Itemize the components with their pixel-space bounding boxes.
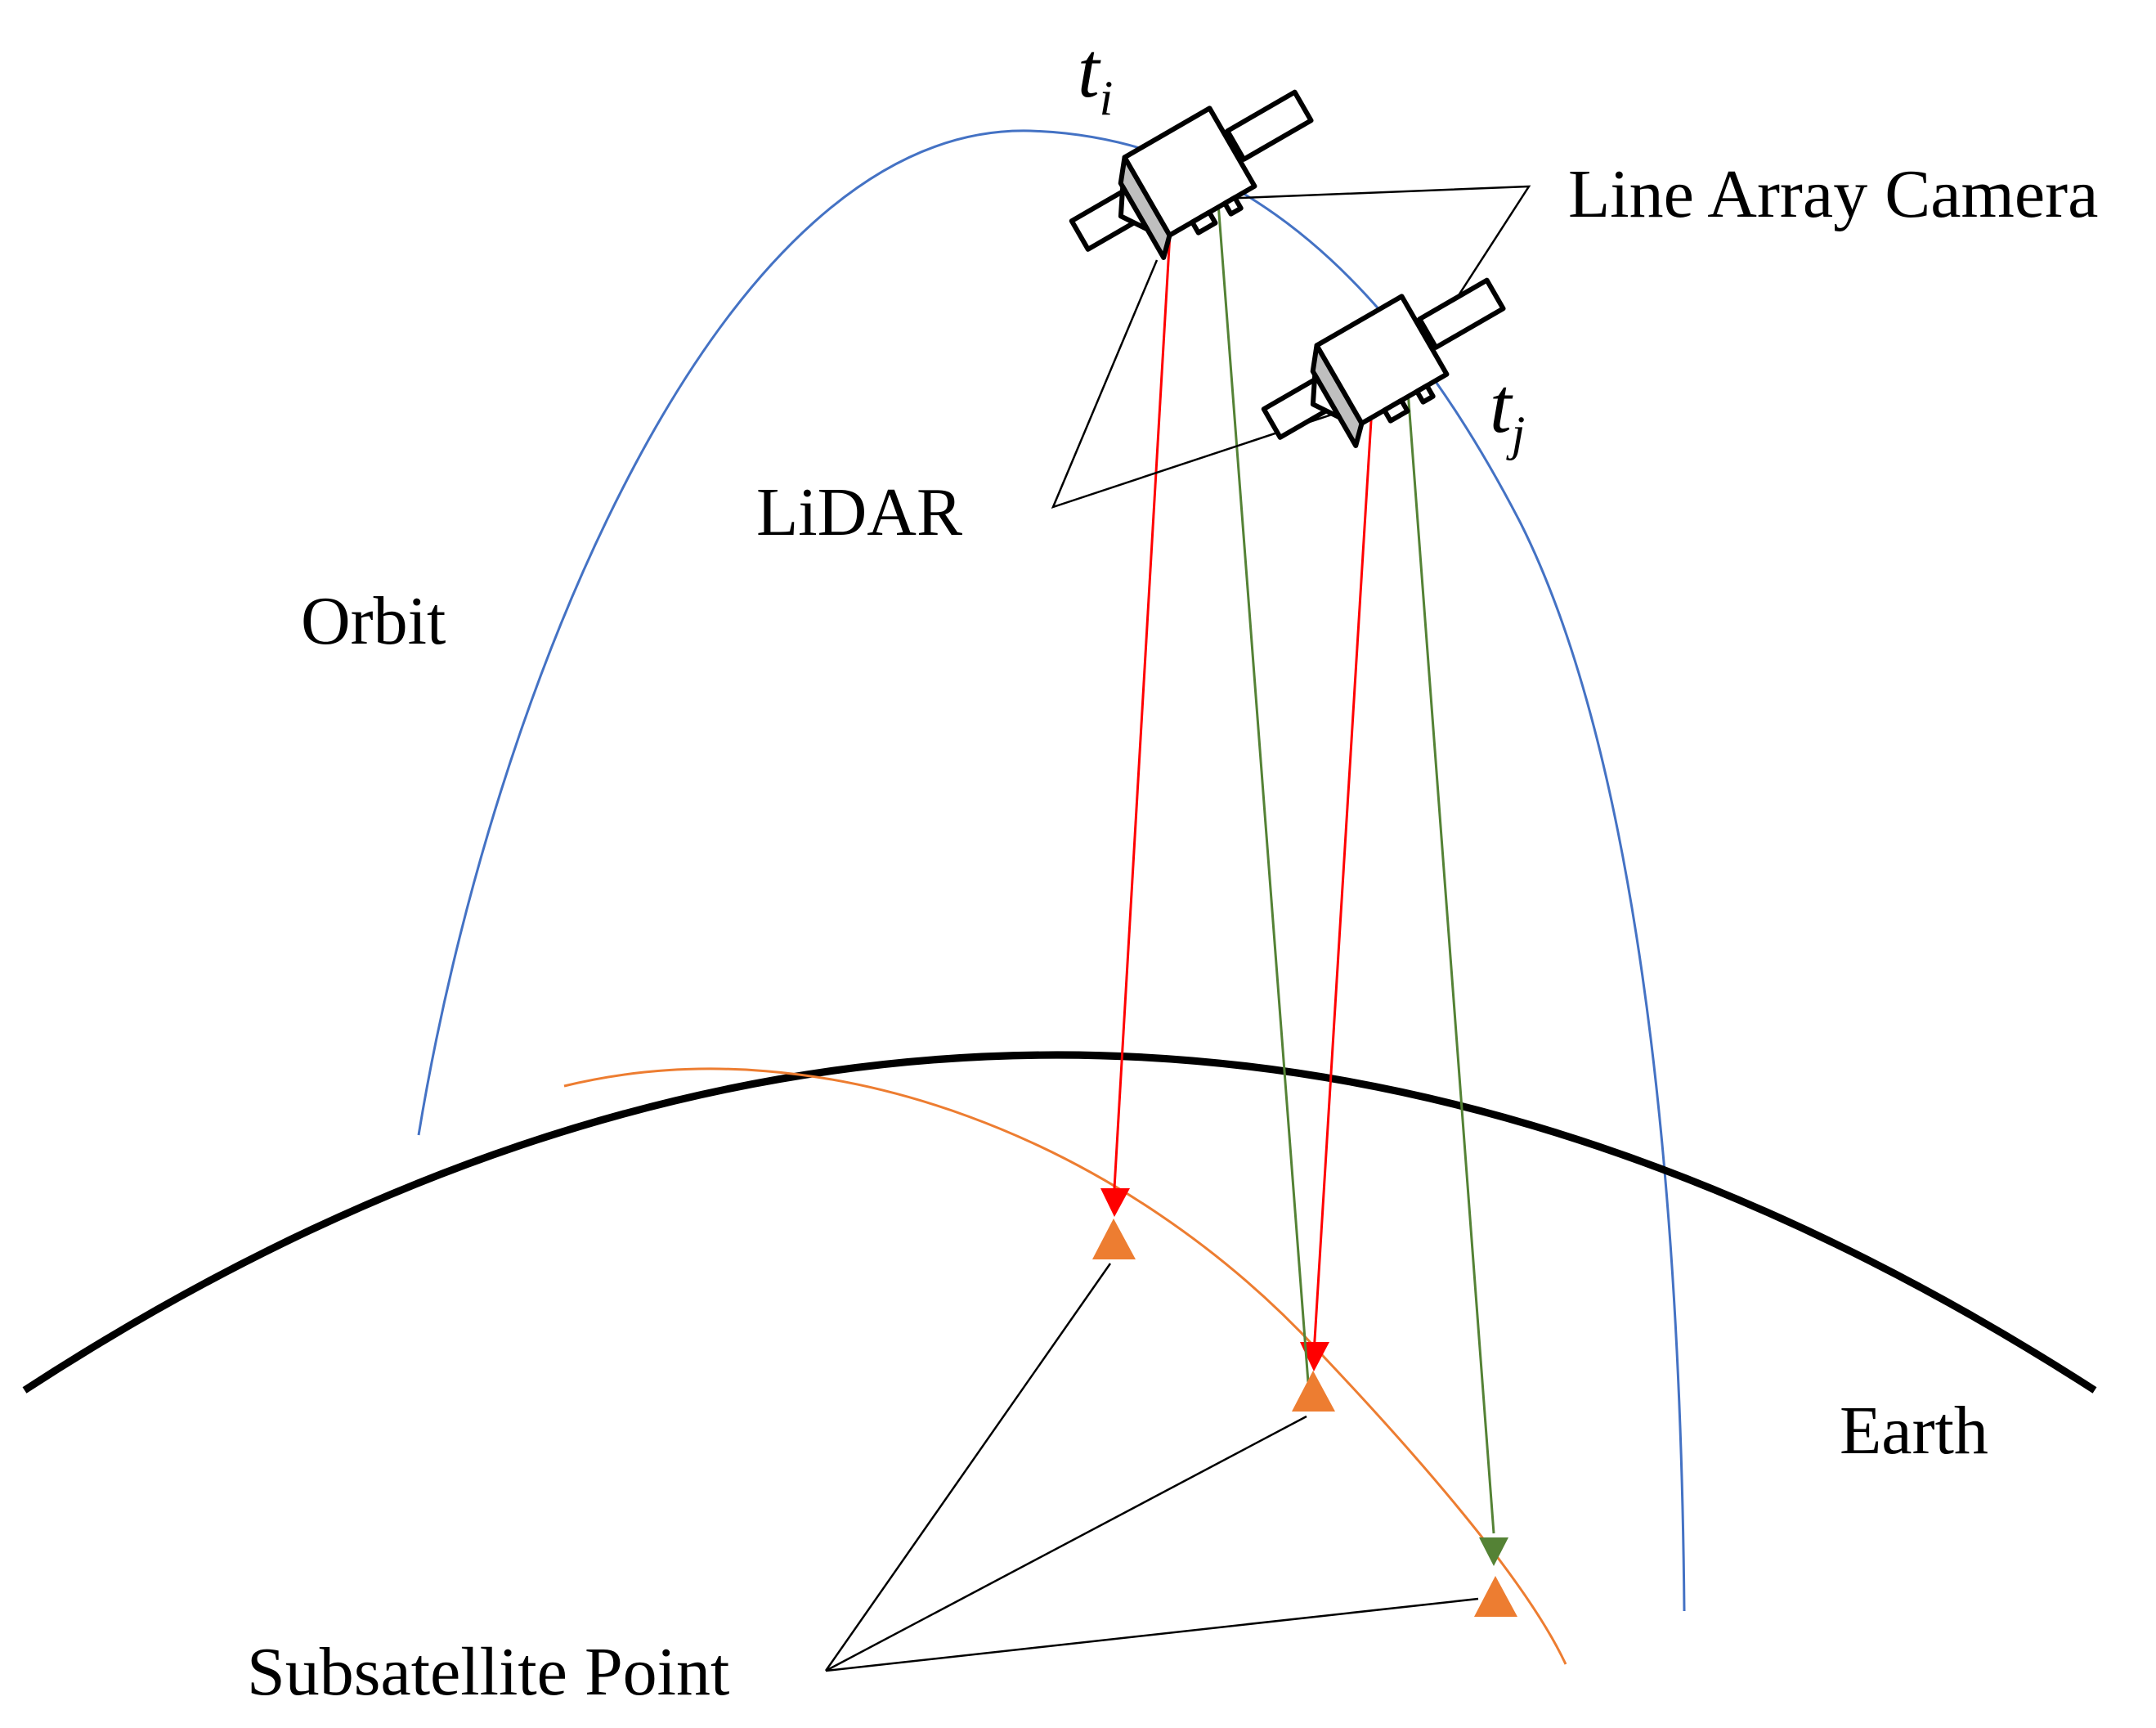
satellite-body-tj — [1314, 294, 1450, 426]
subsatellite-point-label: Subsatellite Point — [247, 1634, 730, 1710]
satellite-ti — [1069, 89, 1314, 260]
lidar-leader-lines — [1051, 259, 1365, 509]
lidar-label: LiDAR — [756, 474, 962, 550]
lidar-beam-tj — [1312, 406, 1374, 1354]
satellite-camera-sensor-tj — [1414, 383, 1436, 405]
line-array-camera-label: Line Array Camera — [1568, 156, 2099, 232]
satellite-camera-sensor-ti — [1222, 195, 1244, 217]
satellite-body-ti — [1122, 105, 1257, 238]
subsatellite-marker-1 — [1092, 1219, 1136, 1259]
lidar-arrowhead-tj — [1300, 1342, 1329, 1371]
time-label-ti-sub: i — [1099, 71, 1114, 125]
time-label-tj-sub: j — [1511, 406, 1526, 460]
time-label-ti-main: t — [1078, 26, 1100, 114]
camera-beam-tj — [1406, 390, 1495, 1534]
subsatellite-leader-lines — [824, 1263, 1479, 1672]
time-label-ti: ti — [1078, 31, 1113, 123]
ground-track — [563, 1067, 1567, 1665]
solar-panel-right-ti — [1225, 89, 1314, 162]
lidar-arrowhead-ti — [1100, 1188, 1130, 1217]
satellite-tj — [1261, 277, 1506, 448]
orbit-label: Orbit — [301, 583, 446, 659]
satellite-lidar-sensor-ti — [1190, 209, 1218, 236]
earth-label: Earth — [1840, 1393, 1988, 1469]
satellite-lidar-sensor-tj — [1382, 397, 1410, 424]
satellite-nozzle-ti — [1118, 184, 1150, 232]
time-label-tj-main: t — [1490, 361, 1512, 449]
camera-beam-ti — [1217, 202, 1310, 1383]
orbit-curve — [417, 129, 1686, 1612]
time-label-tj: tj — [1490, 366, 1525, 459]
solar-panel-right-tj — [1417, 277, 1506, 350]
camera-arrowhead-tj — [1479, 1537, 1508, 1566]
subsatellite-marker-3 — [1474, 1576, 1517, 1617]
subsatellite-marker-2 — [1292, 1371, 1335, 1412]
lidar-beam-ti — [1112, 218, 1172, 1203]
satellite-nozzle-tj — [1310, 372, 1342, 420]
earth-surface — [22, 1051, 2097, 1394]
